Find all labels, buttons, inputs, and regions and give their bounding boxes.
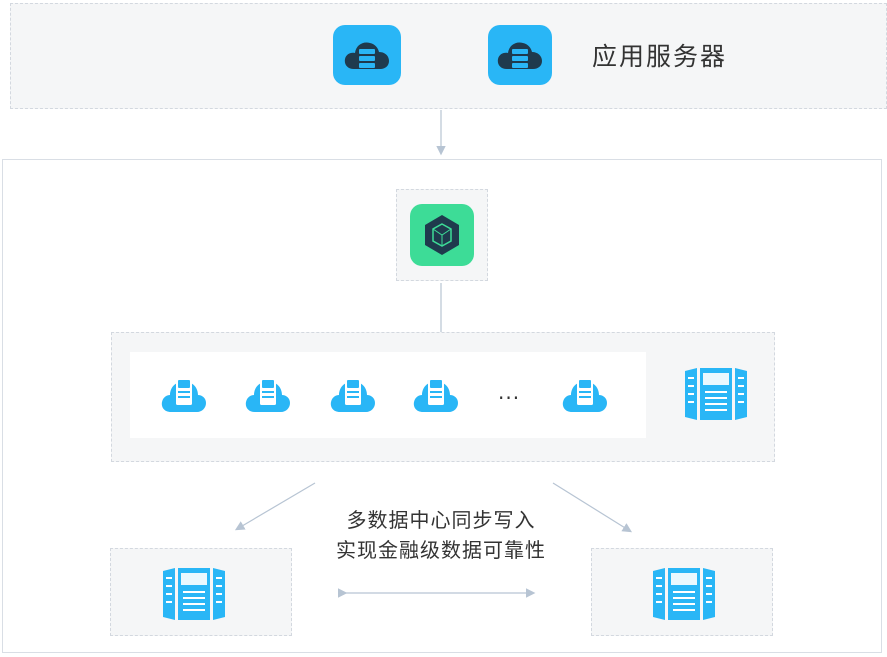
node-list-panel xyxy=(130,352,646,438)
app-server-label: 应用服务器 xyxy=(592,42,728,71)
cloud-server-icon xyxy=(245,377,290,412)
caption-line-2: 实现金融级数据可靠性 xyxy=(336,538,546,562)
server-rack-icon xyxy=(685,368,747,420)
cloud-server-icon xyxy=(161,377,206,412)
cloud-server-icon xyxy=(344,42,389,69)
app-server-panel xyxy=(10,3,887,109)
sync-caption: 多数据中心同步写入 实现金融级数据可靠性 xyxy=(300,505,582,565)
cloud-server-icon xyxy=(497,42,542,69)
node-ellipsis: ... xyxy=(498,380,521,404)
gateway-tile xyxy=(410,204,474,266)
server-rack-icon xyxy=(163,568,225,620)
app-server-tile xyxy=(488,25,552,85)
node-icon xyxy=(562,374,608,414)
server-rack-icon xyxy=(653,568,715,620)
datacenter-right-rack xyxy=(651,567,717,621)
datacenter-left-rack xyxy=(161,567,227,621)
hexagon-cube-icon xyxy=(425,215,459,255)
app-server-tile xyxy=(333,25,401,85)
cloud-server-icon xyxy=(562,377,607,412)
cloud-server-icon xyxy=(330,377,375,412)
node-icon xyxy=(161,374,207,414)
datacenter-rack xyxy=(683,367,749,421)
node-icon xyxy=(413,374,459,414)
caption-line-1: 多数据中心同步写入 xyxy=(346,508,536,532)
node-icon xyxy=(330,374,376,414)
node-icon xyxy=(245,374,291,414)
cloud-server-icon xyxy=(413,377,458,412)
